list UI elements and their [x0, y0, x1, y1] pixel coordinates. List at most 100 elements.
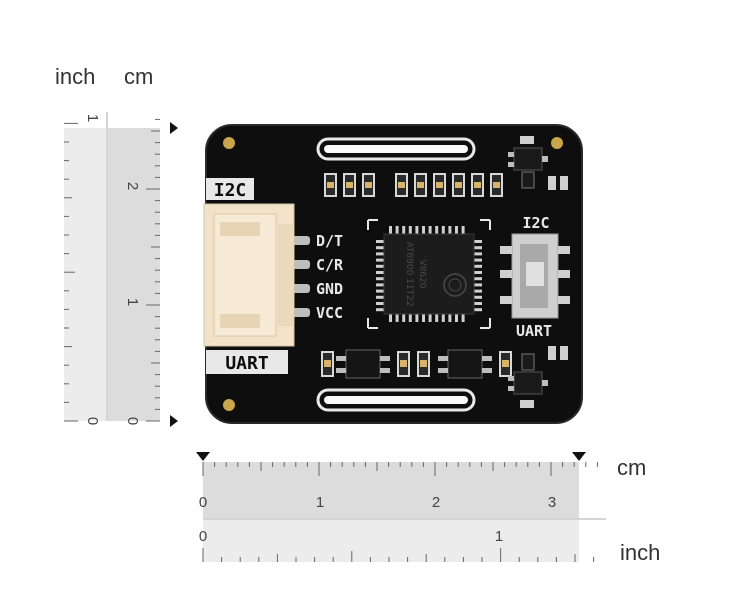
inch-label-bottom: inch — [620, 540, 661, 565]
chip-pin — [474, 246, 482, 250]
mounting-hole — [223, 399, 235, 411]
chip-pin — [395, 226, 399, 234]
hr-inch-0: 0 — [199, 528, 207, 545]
chip-pin — [428, 314, 432, 322]
smd-resistor-body — [420, 360, 427, 367]
sot-ic-right — [438, 349, 492, 379]
smd-resistor-body — [365, 182, 372, 188]
switch-label-i2c: I2C — [522, 214, 549, 232]
slot-top — [316, 137, 476, 161]
chip-pin — [474, 289, 482, 293]
ruler-marker-top — [170, 122, 178, 134]
chip-pin — [376, 258, 384, 262]
smd-resistor-body — [324, 360, 331, 367]
hr-cm-0: 0 — [199, 494, 207, 511]
chip-pin — [474, 295, 482, 299]
chip-pin — [441, 226, 445, 234]
chip-pin — [474, 258, 482, 262]
chip-pin — [474, 252, 482, 256]
chip-pin — [376, 289, 384, 293]
mounting-hole — [551, 137, 563, 149]
chip-pin — [402, 226, 406, 234]
chip-pin — [474, 308, 482, 312]
chip-pin — [395, 314, 399, 322]
ruler-marker-left — [196, 452, 210, 461]
vr-inch-1: 1 — [84, 114, 101, 122]
pin-label-cr: C/R — [316, 256, 344, 274]
smd-resistor-body — [493, 182, 500, 188]
chip-pin — [474, 277, 482, 281]
inch-label-top: inch — [55, 64, 96, 89]
vr-cm-0: 0 — [124, 417, 141, 425]
smd-resistor-body — [327, 182, 334, 188]
smd-resistor-body — [398, 182, 405, 188]
chip-pin — [474, 240, 482, 243]
main-chip: V8620 AT6900 11T22 — [367, 219, 491, 329]
smd-resistor-body — [474, 182, 481, 188]
smd-resistor-body — [346, 182, 353, 188]
chip-pin — [461, 314, 465, 322]
smd-component-row — [324, 173, 503, 197]
smd-resistor-body — [400, 360, 407, 367]
mounting-hole — [223, 137, 235, 149]
vertical-ruler: 0 1 2 0 1 — [64, 112, 178, 427]
chip-pin — [455, 226, 458, 234]
pin-label-dt: D/T — [316, 232, 343, 250]
chip-pin — [435, 314, 439, 322]
chip-pin — [474, 283, 482, 287]
chip-pin — [389, 314, 392, 322]
silk-label-uart: UART — [225, 353, 269, 374]
smd-component-row — [321, 351, 512, 377]
silk-label-i2c: I2C — [214, 180, 247, 201]
chip-pin — [455, 314, 458, 322]
ruler-marker-right — [572, 452, 586, 461]
chip-pin — [389, 226, 392, 234]
chip-pin — [422, 226, 425, 234]
chip-pin — [376, 295, 384, 299]
hr-cm-1: 1 — [316, 494, 324, 511]
chip-marking-2: AT6900 11T22 — [404, 241, 414, 306]
chip-pin — [474, 302, 482, 305]
smd-resistor-body — [417, 182, 424, 188]
horizontal-ruler: 0 1 2 3 0 1 — [196, 452, 606, 562]
slot-bottom — [316, 388, 476, 412]
label-box-i2c — [206, 178, 254, 200]
chip-pin — [376, 283, 384, 287]
sot-ic-left — [336, 349, 390, 379]
switch-label-uart: UART — [516, 322, 552, 340]
chip-pin — [441, 314, 445, 322]
chip-pin — [376, 271, 384, 274]
transistor-top-right — [508, 136, 568, 190]
chip-marking-1: V8620 — [417, 259, 427, 288]
chip-pin — [402, 314, 406, 322]
chip-logo-icon — [443, 273, 467, 297]
smd-resistor-body — [455, 182, 462, 188]
chip-pin — [448, 314, 452, 322]
chip-pin — [448, 226, 452, 234]
cm-label-top: cm — [124, 64, 154, 89]
chip-pin — [474, 271, 482, 274]
chip-pin — [408, 314, 412, 322]
pin-label-vcc: VCC — [316, 304, 343, 322]
chip-pin — [376, 252, 384, 256]
smd-resistor-body — [502, 360, 509, 367]
chip-pin — [415, 314, 419, 322]
vr-cm-1: 1 — [124, 298, 141, 306]
smd-resistor-body — [436, 182, 443, 188]
chip-pin — [408, 226, 412, 234]
chip-pin — [376, 264, 384, 268]
chip-pin — [376, 277, 384, 281]
chip-pin — [461, 226, 465, 234]
chip-pin — [376, 246, 384, 250]
chip-pin — [474, 264, 482, 268]
chip-pin — [376, 302, 384, 305]
chip-pin — [415, 226, 419, 234]
chip-pin — [428, 226, 432, 234]
jst-connector — [203, 203, 295, 347]
pcb-board: V8620 AT6900 11T22 I2C UART D/T C/R GND … — [203, 124, 583, 424]
vr-cm-2: 2 — [124, 182, 141, 190]
chip-pin — [435, 226, 439, 234]
vr-inch-0: 0 — [84, 417, 101, 425]
mode-switch: I2C UART — [500, 214, 570, 340]
label-box-uart — [206, 350, 288, 374]
